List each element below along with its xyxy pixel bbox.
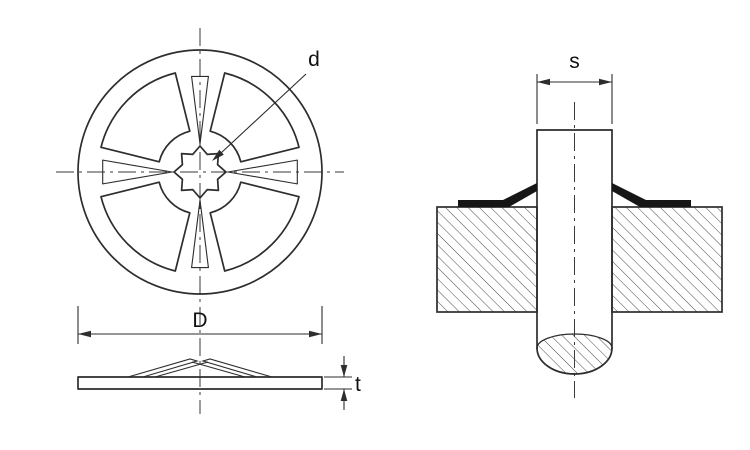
dimension-thickness: t <box>324 356 361 410</box>
washer-cutout-top-right <box>209 72 300 163</box>
washer-cutout-bottom-right <box>209 181 300 272</box>
dimension-shaft-diameter: s <box>536 50 613 124</box>
dimension-outer-diameter: D <box>77 306 323 344</box>
washer-slit-east <box>227 159 298 185</box>
shaft-tip-outline <box>536 347 613 375</box>
side-view <box>77 358 323 390</box>
arrowhead-t-bottom <box>340 389 348 401</box>
label-outer-diameter: D <box>192 309 207 332</box>
base-material-left <box>436 206 538 313</box>
front-view <box>77 49 323 295</box>
arrowhead-s-right <box>599 78 612 86</box>
washer-center-hole <box>173 145 227 199</box>
leader-line-d <box>220 73 307 154</box>
washer-cutout-top-left <box>100 72 191 163</box>
centerlines <box>56 28 575 414</box>
label-shaft-diameter: s <box>569 50 580 73</box>
arrowhead-t-top <box>340 365 348 377</box>
label-d: d <box>308 48 320 71</box>
washer-section-left <box>458 183 537 207</box>
arrowhead-d-right <box>309 330 322 338</box>
washer-cutout-bottom-left <box>100 181 191 272</box>
shaft-tip-hatched <box>536 333 613 375</box>
label-thickness: t <box>355 373 361 396</box>
arrowhead-s-left <box>537 78 550 86</box>
washer-section-right <box>612 183 691 207</box>
washer-slit-west <box>102 159 173 185</box>
washer-outer-circle <box>77 49 323 295</box>
washer-slit-south <box>190 199 210 269</box>
arrowhead-d-left <box>78 330 91 338</box>
washer-plate-edge <box>77 376 323 390</box>
section-view <box>436 129 723 375</box>
washer-slit-north <box>190 75 210 145</box>
base-material-right <box>611 206 723 313</box>
prong-line-back-right <box>191 361 246 378</box>
leader-arrowhead-d <box>212 149 224 161</box>
dimension-hole-diameter: d <box>212 48 320 161</box>
